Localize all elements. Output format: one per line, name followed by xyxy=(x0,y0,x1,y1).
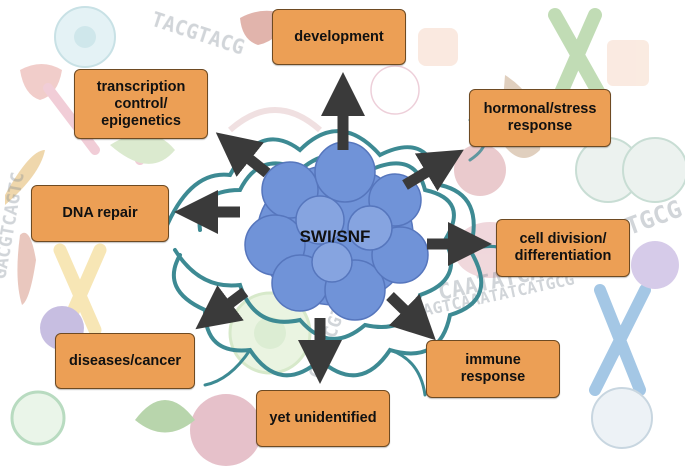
arrows xyxy=(174,72,492,384)
dna-sequence: TACGTACG xyxy=(148,7,247,60)
box-transcription: transcription control/ epigenetics xyxy=(74,69,208,139)
macrophage-icon xyxy=(631,241,679,289)
swi-snf-complex xyxy=(244,141,429,321)
arrow-hormonal xyxy=(402,149,464,192)
epithelial-cell-icon xyxy=(418,28,458,66)
plant-icon xyxy=(135,400,195,433)
muscle-icon xyxy=(17,232,36,305)
box-unidentified: yet unidentified xyxy=(256,390,390,447)
box-immune: immune response xyxy=(426,340,560,398)
box-dna-repair: DNA repair xyxy=(31,185,169,242)
arrow-immune xyxy=(386,292,436,341)
arrow-transcription xyxy=(215,132,271,178)
chromosome-icon xyxy=(548,8,607,102)
brain-icon xyxy=(454,144,506,196)
box-hormonal: hormonal/stress response xyxy=(469,89,611,147)
box-diseases: diseases/cancer xyxy=(55,333,195,389)
complex-label: SWI/SNF xyxy=(299,227,371,246)
box-development: development xyxy=(272,9,406,65)
arrow-diseases xyxy=(195,285,249,330)
blood-cell-icon xyxy=(190,394,262,466)
box-cell-division: cell division/ differentiation xyxy=(496,219,630,277)
neuron-icon xyxy=(5,150,45,205)
